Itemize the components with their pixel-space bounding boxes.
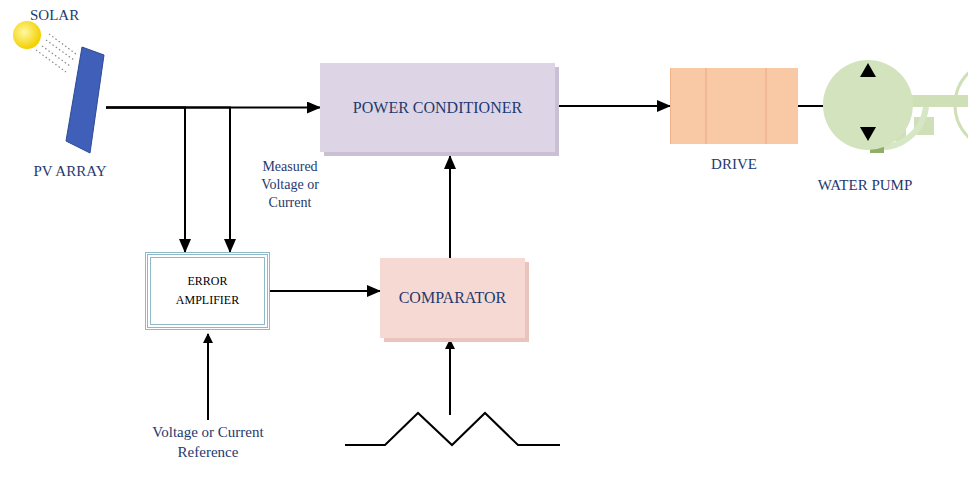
node-text: PV ARRAY — [15, 163, 125, 180]
comparator: COMPARATOR — [380, 258, 525, 338]
connector-arrow — [106, 108, 185, 253]
triangle-wave — [345, 413, 560, 445]
drive-lines — [671, 68, 799, 144]
connector-arrow — [449, 156, 451, 258]
sun — [13, 21, 41, 49]
measured-label: Measured Voltage or Current — [244, 158, 336, 213]
node-text: DRIVE — [670, 156, 798, 173]
node-text: COMPARATOR — [388, 289, 517, 307]
box-outline — [145, 252, 270, 330]
pump-figure — [822, 55, 968, 155]
error-amplifier: ERROR AMPLIFIER — [145, 252, 270, 330]
pv-panel — [60, 45, 106, 155]
sun-rays — [36, 34, 76, 72]
node-text: POWER CONDITIONER — [328, 99, 547, 117]
power-conditioner: POWER CONDITIONER — [320, 63, 555, 152]
carrier-arrow — [449, 340, 451, 415]
connector-arrow — [106, 108, 230, 253]
connector-arrow — [798, 105, 823, 107]
connector-arrow — [555, 105, 670, 107]
drive-box: DRIVE — [670, 68, 798, 178]
drive-block — [670, 68, 798, 144]
connector-arrow — [270, 290, 380, 292]
reference-label: Voltage or Current Reference — [146, 423, 270, 462]
node-text: WATER PUMP — [795, 177, 935, 194]
pv-array: PV ARRAY — [15, 45, 125, 183]
reference-arrow — [207, 334, 209, 420]
node-text: ERROR AMPLIFIER — [165, 272, 250, 310]
sun-label: SOLAR — [30, 6, 110, 26]
water-pump: WATER PUMP — [795, 55, 968, 200]
